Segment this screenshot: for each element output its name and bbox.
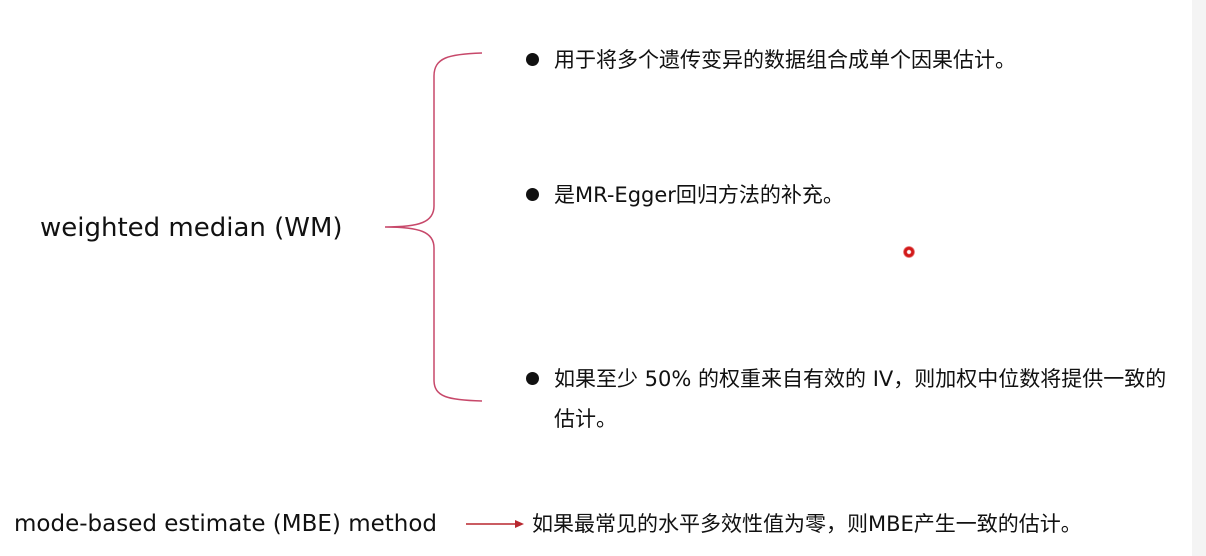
mbe-description: 如果最常见的水平多效性值为零，则MBE产生一致的估计。 [532,512,1082,536]
laser-pointer-dot [903,246,915,258]
brace-path [384,52,483,402]
bullet-item-1: 用于将多个遗传变异的数据组合成单个因果估计。 [526,40,1016,80]
mbe-arrow-head [515,520,524,528]
weighted-median-label: weighted median (WM) [40,213,343,243]
mbe-method-label: mode-based estimate (MBE) method [14,511,438,537]
slide-edge-strip [1192,0,1206,556]
bullet-dot [526,188,539,201]
bullet-item-3: 如果至少 50% 的权重来自有效的 IV，则加权中位数将提供一致的估计。 [526,359,1174,439]
bullet-text-3: 如果至少 50% 的权重来自有效的 IV，则加权中位数将提供一致的估计。 [554,367,1167,431]
bullet-text-1: 用于将多个遗传变异的数据组合成单个因果估计。 [554,48,1016,72]
bullet-item-2: 是MR-Egger回归方法的补充。 [526,175,844,215]
bullet-dot [526,372,539,385]
bullet-text-2: 是MR-Egger回归方法的补充。 [554,183,844,207]
bullet-dot [526,53,539,66]
